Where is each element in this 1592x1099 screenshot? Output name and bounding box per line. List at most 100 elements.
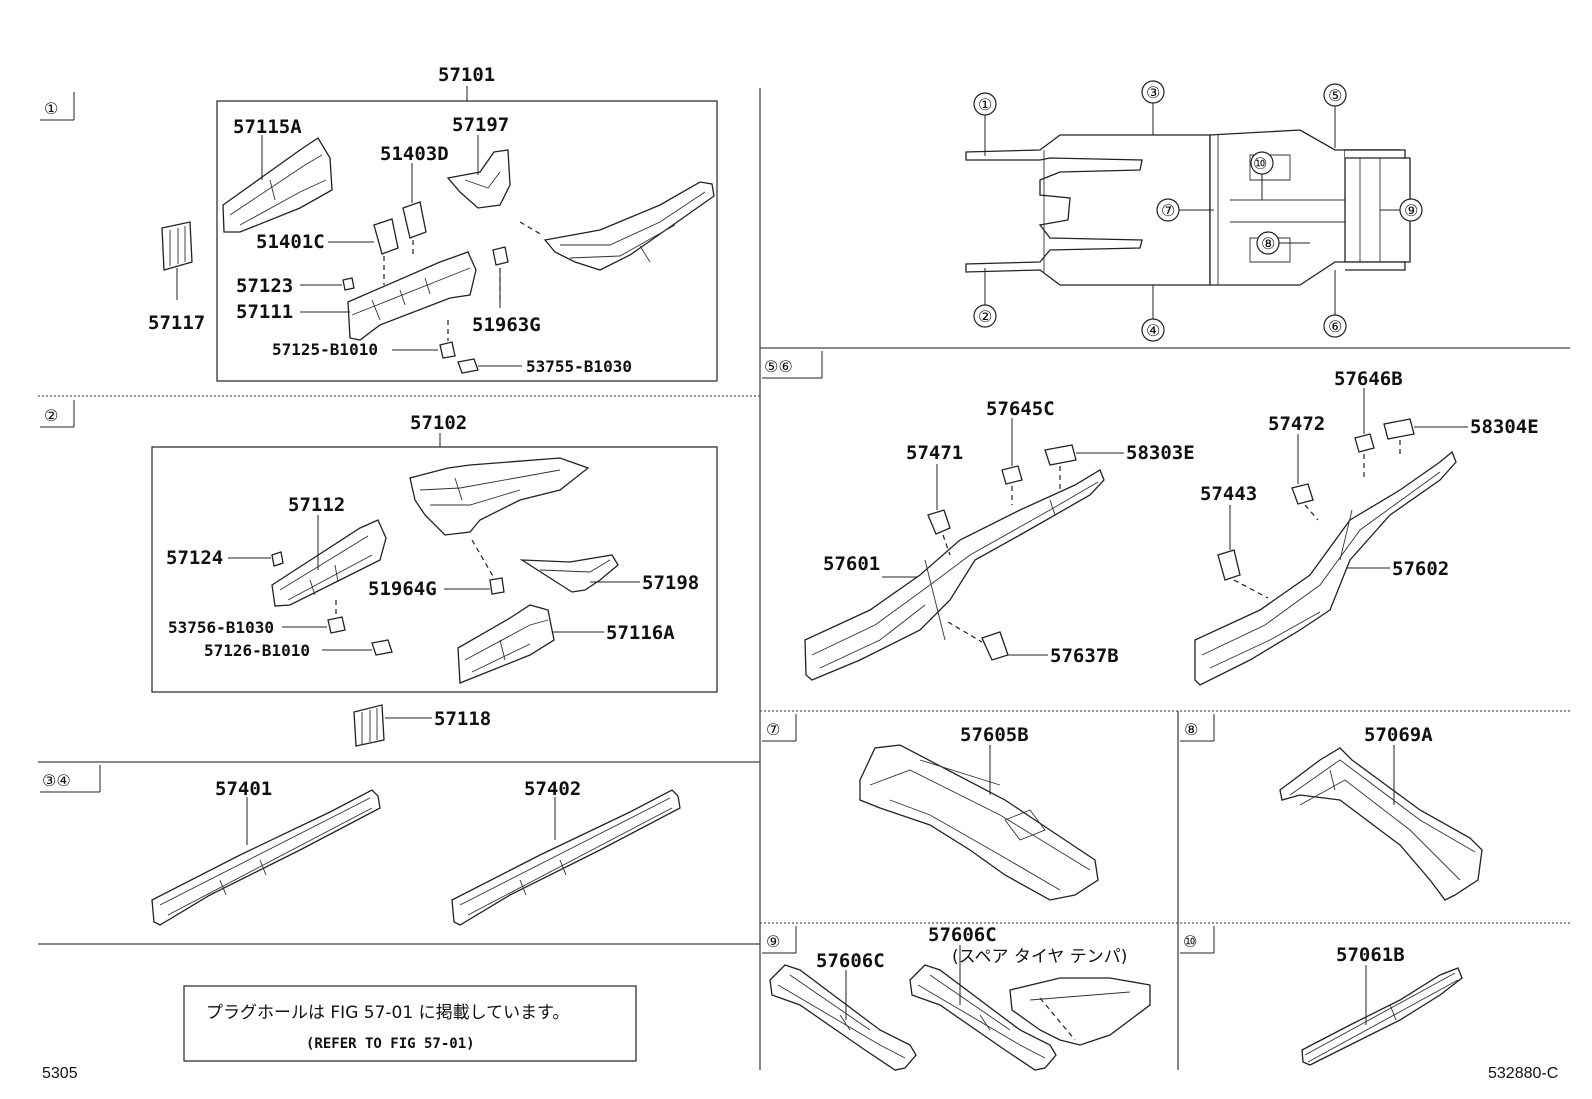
part-57115A-shape [222,137,333,233]
part-57102-rail-shape [409,457,590,536]
section-dividers [38,88,1570,1070]
part-label-53756-B1030[interactable]: 53756-B1030 [168,618,274,637]
section-10-floor-crossmember: 57061B [1301,944,1463,1066]
part-label-57115A[interactable]: 57115A [233,116,302,138]
part-53755-B1030-shape [457,358,479,374]
part-57123-shape [342,277,355,291]
part-57637B-shape [947,621,1009,661]
part-label-57198[interactable]: 57198 [642,572,699,594]
overview-callout-1: ① [978,95,992,114]
part-label-57125-B1010[interactable]: 57125-B1010 [272,340,378,359]
part-label-58303E[interactable]: 58303E [1126,442,1195,464]
part-label-51403D[interactable]: 51403D [380,143,449,165]
part-label-53755-B1030[interactable]: 53755-B1030 [526,357,632,376]
part-label-57112[interactable]: 57112 [288,494,345,516]
part-57401-shape [151,789,381,926]
part-label-57606C-a[interactable]: 57606C [816,950,885,972]
section-1-front-side-member: 57101 57115A 57197 51403D 5140 [216,64,718,382]
spare-tire-bracket-shape [1009,977,1151,1046]
part-label-57069A[interactable]: 57069A [1364,724,1433,746]
part-label-57637B[interactable]: 57637B [1050,645,1119,667]
overview-callout-5: ⑤ [1328,86,1342,105]
part-label-57471[interactable]: 57471 [906,442,963,464]
part-51963G-shape [492,246,509,300]
part-label-51964G[interactable]: 51964G [368,578,437,600]
part-57197-shape [446,149,511,209]
overview-callout-7: ⑦ [1161,201,1175,220]
part-57646B-shape [1354,433,1375,478]
note-english: (REFER TO FIG 57-01) [306,1036,475,1052]
part-label-57606C-b[interactable]: 57606C [928,924,997,946]
section-label-56: ⑤⑥ [764,357,793,376]
part-label-51401C[interactable]: 51401C [256,231,325,253]
part-57606C-a-shape [769,964,917,1071]
part-57101-rail-shape [543,181,715,271]
part-57605B-shape [859,744,1099,901]
part-label-57605B[interactable]: 57605B [960,724,1029,746]
part-57111-shape [347,251,477,341]
overview-callout-2: ② [978,307,992,326]
part-57601-shape [804,469,1105,681]
part-label-57645C[interactable]: 57645C [986,398,1055,420]
section-label-8: ⑧ [1184,720,1198,739]
part-57112-shape [271,519,387,607]
part-57645C-shape [1001,465,1023,505]
section-56-rear-side-members: 57601 57471 57645C 58303E 57637B [804,368,1539,686]
part-57116A-shape [457,604,555,684]
section-2-front-side-member-rh: 57102 57112 57124 51964G [151,412,718,693]
part-label-57101[interactable]: 57101 [438,64,495,86]
section-label-1: ① [44,99,58,118]
section-tag-56: ⑤⑥ [762,351,823,379]
part-label-57646B[interactable]: 57646B [1334,368,1403,390]
part-label-57402[interactable]: 57402 [524,778,581,800]
section-tag-1: ① [40,92,75,121]
part-51401C-shape [373,218,399,285]
section-label-10: ⑩ [1183,932,1197,951]
part-53756-B1030-shape [327,600,346,634]
reference-note: プラグホールは FIG 57-01 に掲載しています。 (REFER TO FI… [183,985,637,1062]
part-51403D-shape [402,201,427,258]
part-57198-shape [519,554,619,593]
part-57117-group: 57117 [148,221,205,334]
part-label-57124[interactable]: 57124 [166,547,223,569]
footer-figure-code: 532880-C [1488,1065,1558,1082]
part-57118-group: 57118 [353,704,491,747]
part-51964G-shape [471,539,505,595]
part-label-57472[interactable]: 57472 [1268,413,1325,435]
section-tag-8: ⑧ [1180,714,1215,742]
section-tag-7: ⑦ [762,714,797,742]
overview-callout-9: ⑨ [1404,201,1418,220]
part-label-57102[interactable]: 57102 [410,412,467,434]
overview-callout-6: ⑥ [1328,317,1342,336]
section-7-center-floor-crossmember: 57605B [859,724,1099,901]
section-label-9: ⑨ [766,932,780,951]
underbody-overview: ① ② ③ ④ ⑤ ⑥ ⑦ ⑧ ⑨ ⑩ [965,80,1423,342]
spare-tire-note: (スペア タイヤ テンパ) [952,947,1127,967]
overview-callout-10: ⑩ [1253,154,1267,173]
part-57069A-shape [1279,747,1483,901]
section-34-rocker-panels: 57401 57402 [151,778,681,926]
part-label-57126-B1010[interactable]: 57126-B1010 [204,641,310,660]
overview-callout-8: ⑧ [1261,234,1275,253]
part-label-57111[interactable]: 57111 [236,301,293,323]
section-tag-2: ② [40,400,75,428]
part-label-57117[interactable]: 57117 [148,312,205,334]
assembly-box-57102 [151,446,718,693]
part-57606C-b-shape [909,964,1057,1071]
part-label-57443[interactable]: 57443 [1200,483,1257,505]
part-label-57116A[interactable]: 57116A [606,622,675,644]
part-label-57401[interactable]: 57401 [215,778,272,800]
part-label-57061B[interactable]: 57061B [1336,944,1405,966]
part-label-57602[interactable]: 57602 [1392,558,1449,580]
part-label-57123[interactable]: 57123 [236,275,293,297]
part-label-58304E[interactable]: 58304E [1470,416,1539,438]
part-label-57601[interactable]: 57601 [823,553,880,575]
part-label-57197[interactable]: 57197 [452,114,509,136]
part-label-57118[interactable]: 57118 [434,708,491,730]
note-japanese: プラグホールは FIG 57-01 に掲載しています。 [206,1003,569,1023]
section-9-rear-crossmember: 57606C 57606C (スペア タイヤ テンパ) [769,924,1151,1071]
part-label-51963G[interactable]: 51963G [472,314,541,336]
section-label-34: ③④ [42,771,71,790]
footer-page-code: 5305 [42,1065,78,1082]
